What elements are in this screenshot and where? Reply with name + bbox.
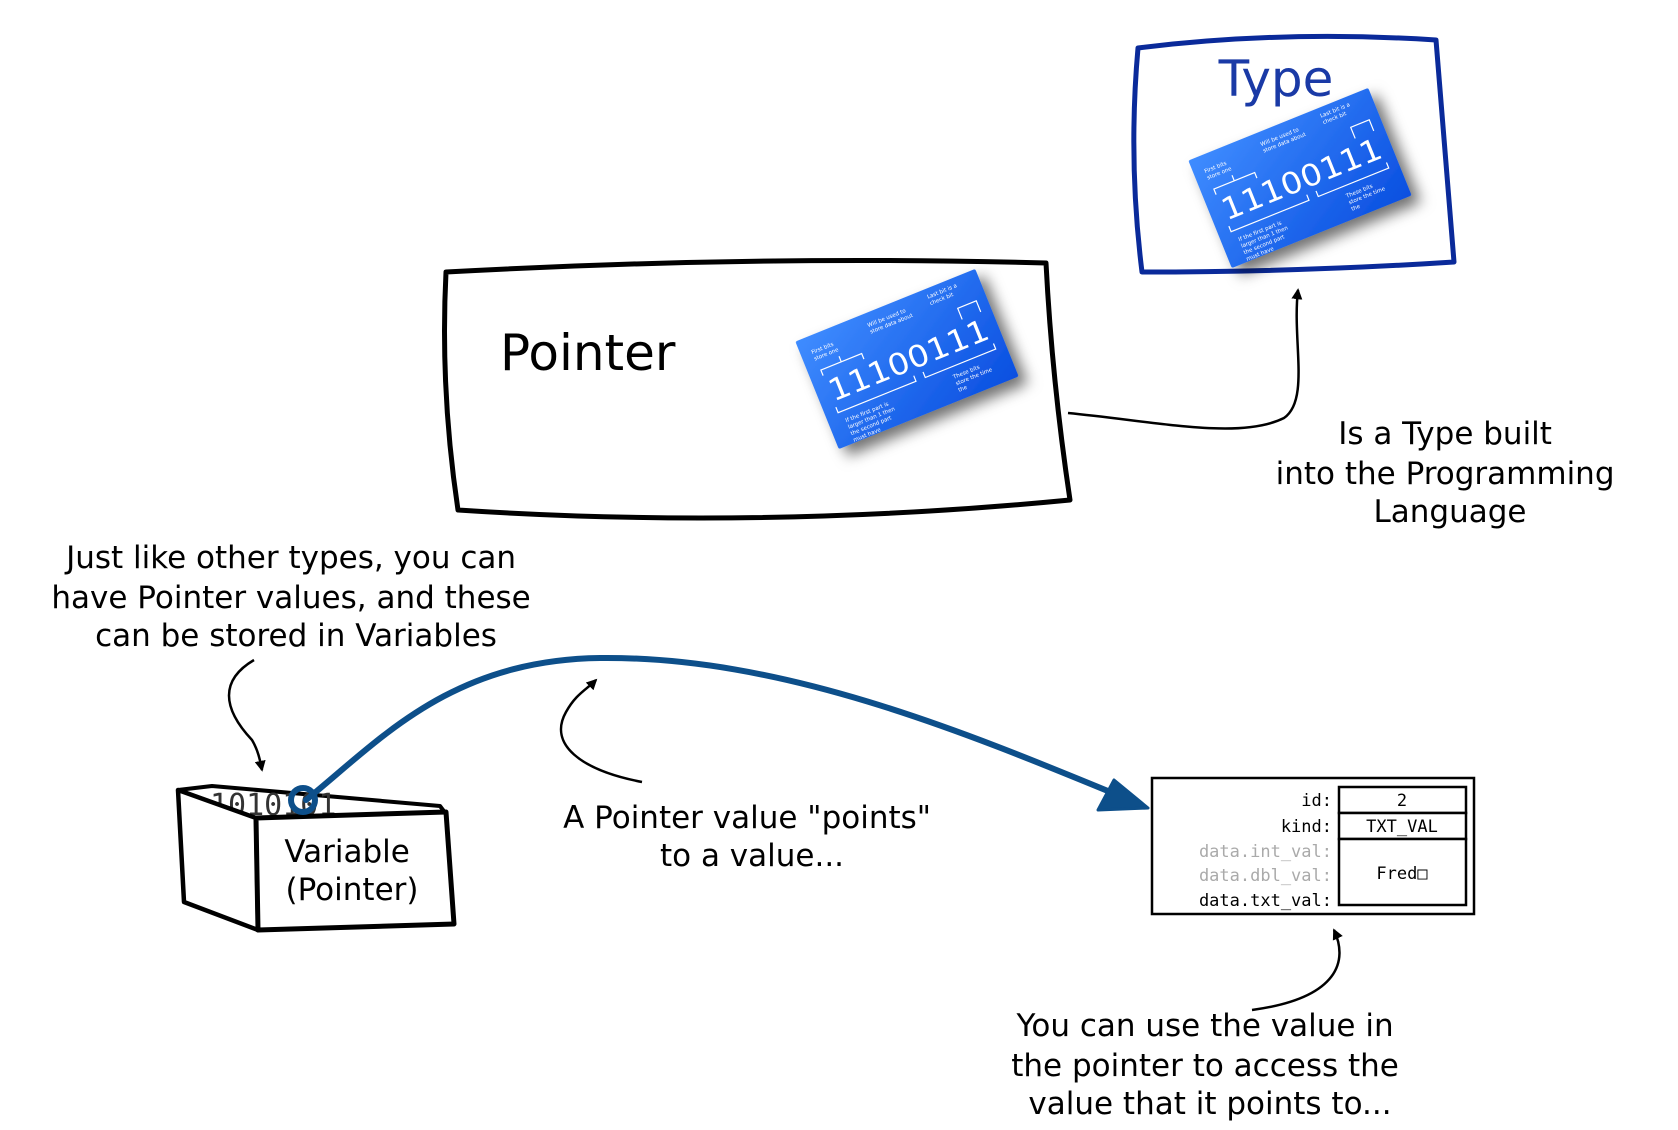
record-table: id: kind: data.int_val: data.dbl_val: data.t… — [1150, 776, 1476, 916]
record-field-label: data.txt_val: — [1199, 891, 1332, 911]
pointer-box: Pointer First bits store one Will be use… — [442, 257, 1073, 521]
record-union-value: Fred□ — [1376, 864, 1428, 884]
type-bit-card-brace-top — [1213, 119, 1375, 195]
record-kind-value: TXT_VAL — [1366, 817, 1438, 837]
points-note-arrow — [559, 678, 643, 784]
record-field-label: data.dbl_val: — [1199, 866, 1332, 886]
pointer-bit-card: First bits store one Will be used to sto… — [795, 269, 1019, 449]
type-bit-card-body — [1188, 88, 1412, 268]
record-field-label: data.int_val: — [1199, 842, 1332, 862]
pointer-bit-card-body — [795, 269, 1019, 449]
pointer-to-type-arrow — [1067, 288, 1303, 430]
pointer-value-arrow-head — [1096, 778, 1150, 812]
record-field-label: kind: — [1281, 817, 1332, 837]
variable-box: 1010101 Variable (Pointer) — [175, 784, 457, 933]
pointer-value-origin — [288, 785, 318, 815]
record-id-value: 2 — [1397, 791, 1407, 811]
points-to-note: A Pointer value "points" to a value... — [563, 800, 941, 874]
variable-box-front — [253, 809, 457, 933]
type-box-title: Type — [1218, 50, 1334, 108]
record-field-label: id: — [1301, 791, 1332, 811]
variable-box-label: Variable (Pointer) — [284, 834, 419, 908]
note-to-variable-arrow — [227, 658, 266, 772]
type-builtin-note: Is a Type built into the Programming Lan… — [1276, 416, 1625, 530]
pointer-value-arrow-line — [303, 654, 1123, 803]
use-value-note: You can use the value in the pointer to … — [1011, 1008, 1408, 1122]
pointer-box-title: Pointer — [500, 324, 676, 382]
type-bit-card-brace-bottom — [1228, 162, 1390, 233]
type-bit-card: First bits store one Will be used to sto… — [1188, 88, 1412, 268]
record-union-cell — [1337, 837, 1468, 907]
type-box: Type First bits store one Will be used t… — [1131, 33, 1457, 275]
pointer-bit-card-brace-top — [820, 300, 982, 376]
pointer-bit-card-brace-bottom — [835, 343, 997, 414]
pointer-value-arrow — [288, 654, 1150, 815]
pointer-values-note: Just like other types, you can have Poin… — [51, 540, 540, 654]
use-value-arrow — [1251, 928, 1343, 1012]
